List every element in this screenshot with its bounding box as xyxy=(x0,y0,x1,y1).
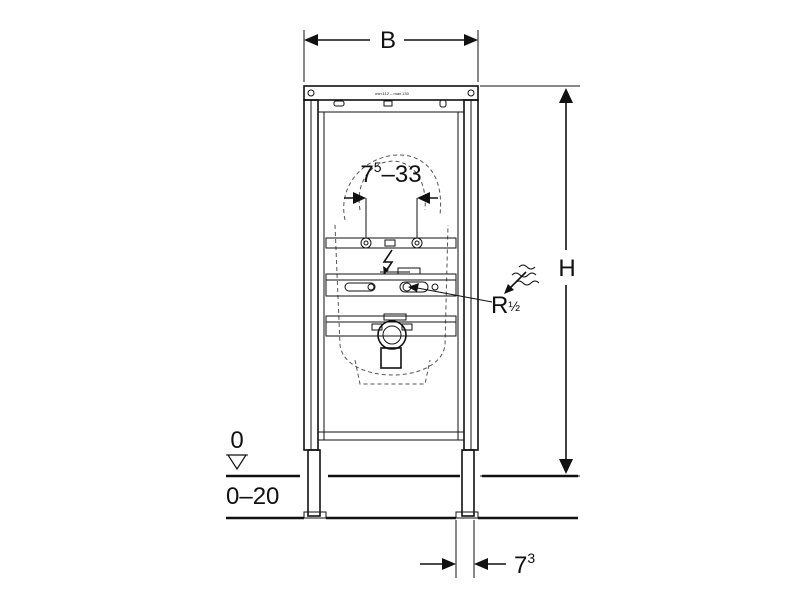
height-dimension: H xyxy=(480,85,580,477)
water-supply-callout: R½ xyxy=(408,264,540,319)
arrow-left-icon xyxy=(417,192,430,204)
width-label: B xyxy=(380,27,396,54)
width-dimension: B xyxy=(303,27,479,82)
arrow-up-icon xyxy=(559,88,573,103)
floor-levels: 0 0–20 xyxy=(226,427,578,520)
arrow-left-icon xyxy=(474,558,488,570)
electrical-connection-icon xyxy=(382,249,394,275)
supply-bracket xyxy=(325,267,457,297)
drain-assembly xyxy=(325,313,457,369)
frame-marking: min.112 – max.130 xyxy=(375,91,409,96)
arrow-right-icon xyxy=(464,34,478,46)
arrow-right-icon xyxy=(353,192,366,204)
floor-range-label: 0–20 xyxy=(226,483,279,510)
offset-label: 73 xyxy=(514,550,535,579)
level-marker-icon xyxy=(226,454,248,471)
connection-spacing-dimension: 75–33 xyxy=(344,159,438,204)
arrow-down-icon xyxy=(559,459,573,474)
fixture-outline xyxy=(334,154,449,385)
connection-spacing-label: 75–33 xyxy=(360,159,421,188)
offset-dimension: 73 xyxy=(420,520,535,579)
frame: min.112 – max.130 xyxy=(303,85,479,519)
mounting-bar xyxy=(325,198,457,249)
water-flow-icon xyxy=(511,264,540,286)
floor-zero-label: 0 xyxy=(230,427,243,454)
height-label: H xyxy=(558,255,575,282)
arrow-right-icon xyxy=(442,558,456,570)
thread-size-label: R½ xyxy=(491,292,520,319)
arrow-left-icon xyxy=(304,34,318,46)
